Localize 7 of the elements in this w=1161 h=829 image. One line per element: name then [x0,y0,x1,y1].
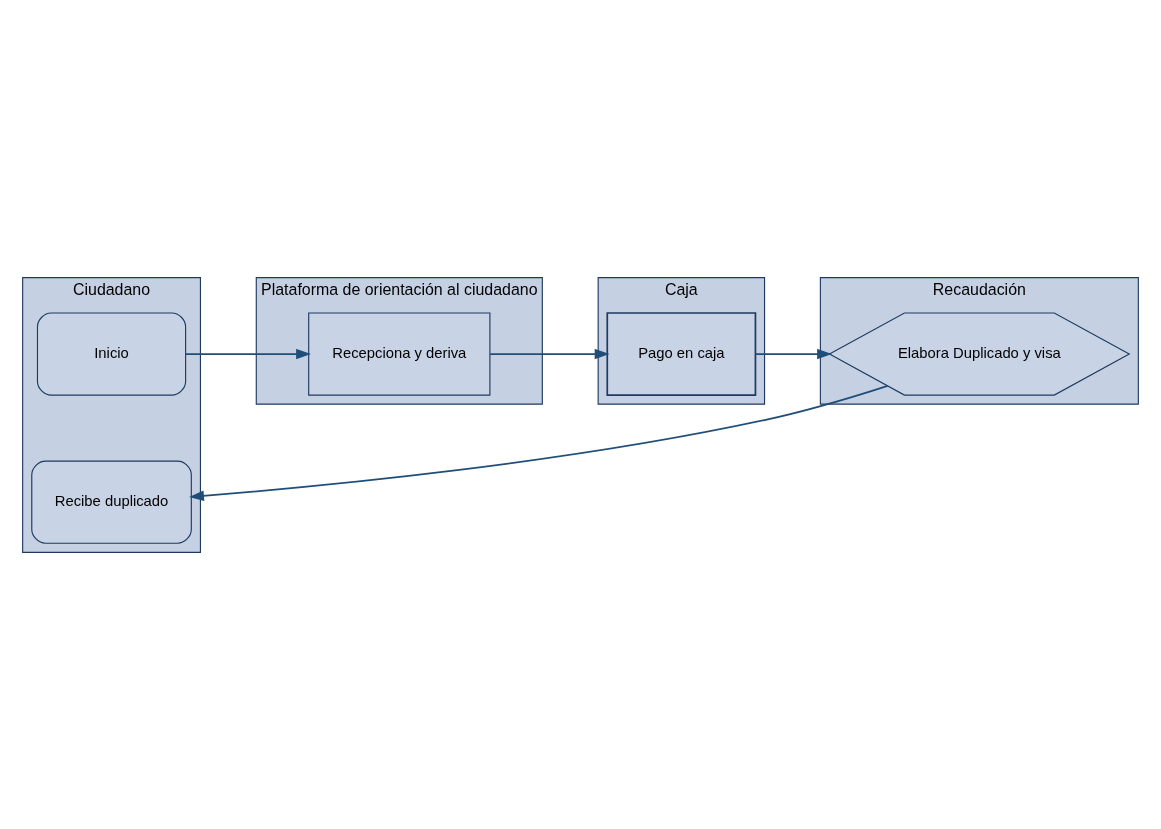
arrow [754,348,832,359]
node-box: Recepciona y deriva [308,311,491,396]
node-box: Recibe duplicado [31,460,192,544]
arrow [489,348,610,359]
node-box: Inicio [36,311,187,396]
node-box: Pago en caja [606,311,757,396]
arrow [184,348,311,359]
